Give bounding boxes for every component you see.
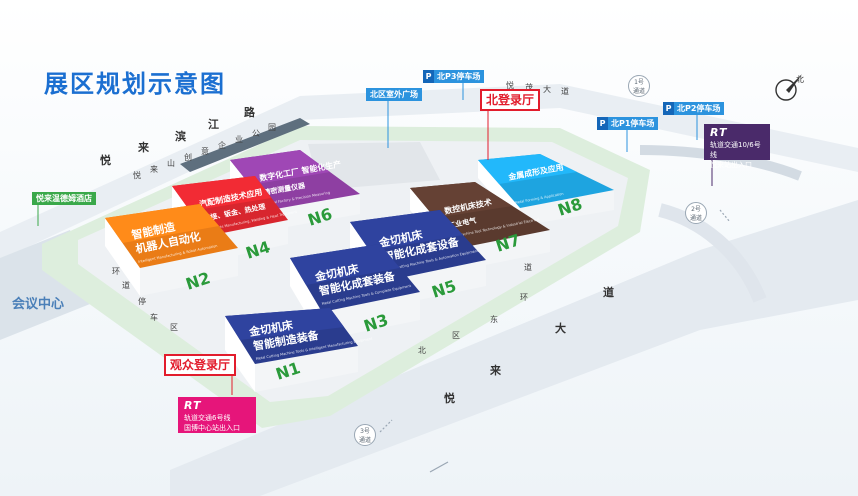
- hall-roof-highlight: [410, 182, 513, 218]
- hall-side-wall: [520, 190, 614, 226]
- hall-side-wall: [270, 194, 360, 230]
- metro-line-label: 轨道交通10/6号线: [710, 141, 761, 159]
- gate-3: 3号通道: [354, 424, 376, 446]
- road-park-char: 山: [167, 159, 175, 168]
- svg-text:北: 北: [796, 75, 804, 84]
- road-north-ring-char: 道: [524, 263, 532, 272]
- metro-line-label: 轨道交通6号线: [184, 414, 231, 422]
- road-yuelai-dadao-char: 大: [555, 322, 566, 335]
- hall-roof-highlight: [290, 244, 400, 285]
- hall-side-wall: [140, 248, 238, 296]
- hall-roof-highlight: [105, 204, 219, 243]
- road-ring-char: 车: [150, 313, 158, 322]
- arrow-gate2: [719, 209, 731, 223]
- conference-center-label: 会议中心: [12, 297, 65, 312]
- east-curve-road: [658, 203, 767, 303]
- gate-2: 2号通道: [685, 202, 707, 224]
- road-yuemao-char: 悦: [506, 81, 514, 90]
- hall-roof-highlight: [225, 308, 344, 340]
- hall-roof-highlight: [172, 176, 272, 211]
- hall-front-wall: [225, 316, 255, 392]
- page-title: 展区规划示意图: [44, 70, 226, 98]
- road-yuemao-char: 茂: [525, 83, 533, 92]
- hall-side-wall: [322, 292, 420, 340]
- road-binjiang-char: 来: [138, 141, 149, 154]
- metro-exit-label: 国博中心站出入口: [184, 424, 240, 432]
- north-outdoor-plaza-sign: 北区室外广场: [366, 88, 422, 101]
- bottom-arrow: [429, 461, 449, 473]
- road-ring-char: 区: [170, 323, 178, 332]
- road-park-char: 悦: [133, 171, 141, 180]
- binjiang-road-band: [0, 84, 858, 260]
- road-north-ring-char: 环: [520, 293, 528, 302]
- road-binjiang-char: 悦: [100, 154, 111, 167]
- p3-label: 北P3停车场: [437, 72, 481, 81]
- north-registration-hall-sign: 北登录厅: [480, 89, 541, 111]
- road-yuemao-char: 道: [561, 87, 569, 96]
- road-park-char: 意: [201, 147, 209, 156]
- visitor-registration-hall-sign: 观众登录厅: [164, 354, 237, 376]
- parking-icon: P: [597, 117, 608, 130]
- p1-label: 北P1停车场: [611, 119, 655, 128]
- parking-icon: P: [423, 70, 434, 83]
- road-park-char: 园: [268, 123, 276, 132]
- hall-front-wall: [105, 218, 140, 296]
- yuelai-dadao-band: [170, 200, 858, 496]
- road-yuelai-dadao-char: 悦: [444, 392, 455, 405]
- road-ring-char: 道: [122, 281, 130, 290]
- road-north-ring-char: 区: [452, 331, 460, 340]
- road-north-ring-char: 北: [418, 346, 426, 355]
- arrow-gate3: [379, 419, 393, 433]
- road-ring-char: 环: [112, 267, 120, 276]
- road-park-char: 企: [218, 141, 226, 150]
- road-yuemao-char: 大: [543, 85, 551, 94]
- road-yuelai-dadao-char: 来: [490, 364, 501, 377]
- road-park-char: 业: [235, 135, 243, 144]
- gate-1: 1号通道: [628, 75, 650, 97]
- p2-label: 北P2停车场: [677, 104, 721, 113]
- metro-logo-icon: RT: [710, 126, 728, 139]
- hall-roof-highlight: [350, 210, 463, 251]
- hall-side-wall: [255, 346, 358, 392]
- hotel-sign: 悦来温德姆酒店: [32, 192, 96, 205]
- road-binjiang-char: 路: [244, 106, 255, 119]
- metro-logo-icon: RT: [184, 399, 202, 412]
- road-park-char: 公: [252, 129, 260, 138]
- road-park-char: 创: [184, 153, 192, 162]
- metro-entrance-yuelai: RT 轨道交通10/6号线 悦来站出入口: [704, 124, 770, 169]
- outdoor-plaza: [308, 142, 440, 190]
- road-park-char: 来: [150, 165, 158, 174]
- hall-roof-highlight: [478, 154, 577, 184]
- metro-entrance-guobo: RT 轨道交通6号线 国博中心站出入口: [178, 397, 256, 433]
- parking-icon: P: [663, 102, 674, 115]
- north-building-strip: [180, 118, 310, 172]
- metro-exit-label: 悦来站出入口: [710, 161, 752, 169]
- compass-icon: 北: [775, 74, 804, 101]
- road-north-ring-char: 东: [490, 315, 498, 324]
- road-binjiang-char: 江: [208, 118, 219, 131]
- road-yuelai-dadao-char: 道: [603, 286, 614, 299]
- road-binjiang-char: 滨: [175, 130, 186, 143]
- road-ring-char: 停: [138, 297, 146, 306]
